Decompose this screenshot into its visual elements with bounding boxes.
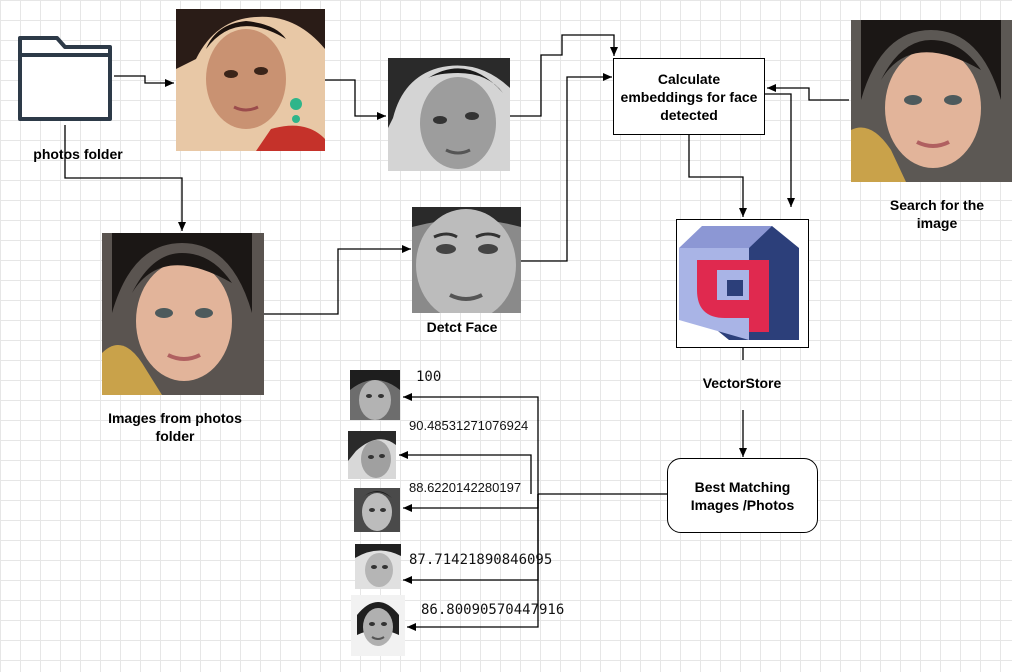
edge-result-5 [407,494,539,631]
search-label: Search for the image [889,197,985,231]
best-matching-box: Best Matching Images /Photos [667,458,818,533]
vectorstore-label: VectorStore [702,375,782,391]
edge-result-2 [399,451,532,494]
edge-folder-to-images [64,125,186,231]
edge-gray-to-calc [510,34,618,117]
result-thumbnail-5 [351,595,405,656]
result-thumbnail-4 [355,544,401,589]
folder-icon [18,36,112,121]
edge-calc-to-vectorstore [688,135,747,217]
grayscale-face-image [388,58,510,171]
images-from-folder-label: Images from photos folder [108,410,242,444]
result-thumbnail-3 [354,488,400,532]
edge-result-3 [403,494,539,512]
detected-face-image [412,207,521,313]
edge-photo-to-gray [325,79,386,120]
result-score-4: 87.71421890846095 [409,552,553,568]
calculate-embeddings-box: Calculate embeddings for face detected [613,58,765,135]
result-score-1: 100 [416,369,442,385]
vectorstore-logo-icon [679,226,799,340]
input-photo-image [176,9,325,151]
search-photo-image [851,20,1012,182]
result-thumbnail-1 [350,370,400,420]
vectorstore-node [676,219,809,348]
folder-photo-image [102,233,264,395]
edge-calc-to-vectorstore-2 [765,93,795,207]
photos-folder-label: photos folder [33,146,123,162]
edge-folder-to-photo [114,75,174,87]
result-score-5: 86.80090570447916 [421,602,565,618]
edge-images-to-detect [264,245,411,315]
result-score-3: 88.6220142280197 [409,480,522,495]
result-score-2: 90.48531271076924 [409,418,529,433]
detect-face-label: Detct Face [426,319,498,335]
edge-result-1 [403,393,539,494]
edge-search-to-calc [767,84,849,101]
edge-detect-to-calc [521,73,612,262]
result-thumbnail-2 [348,431,396,479]
